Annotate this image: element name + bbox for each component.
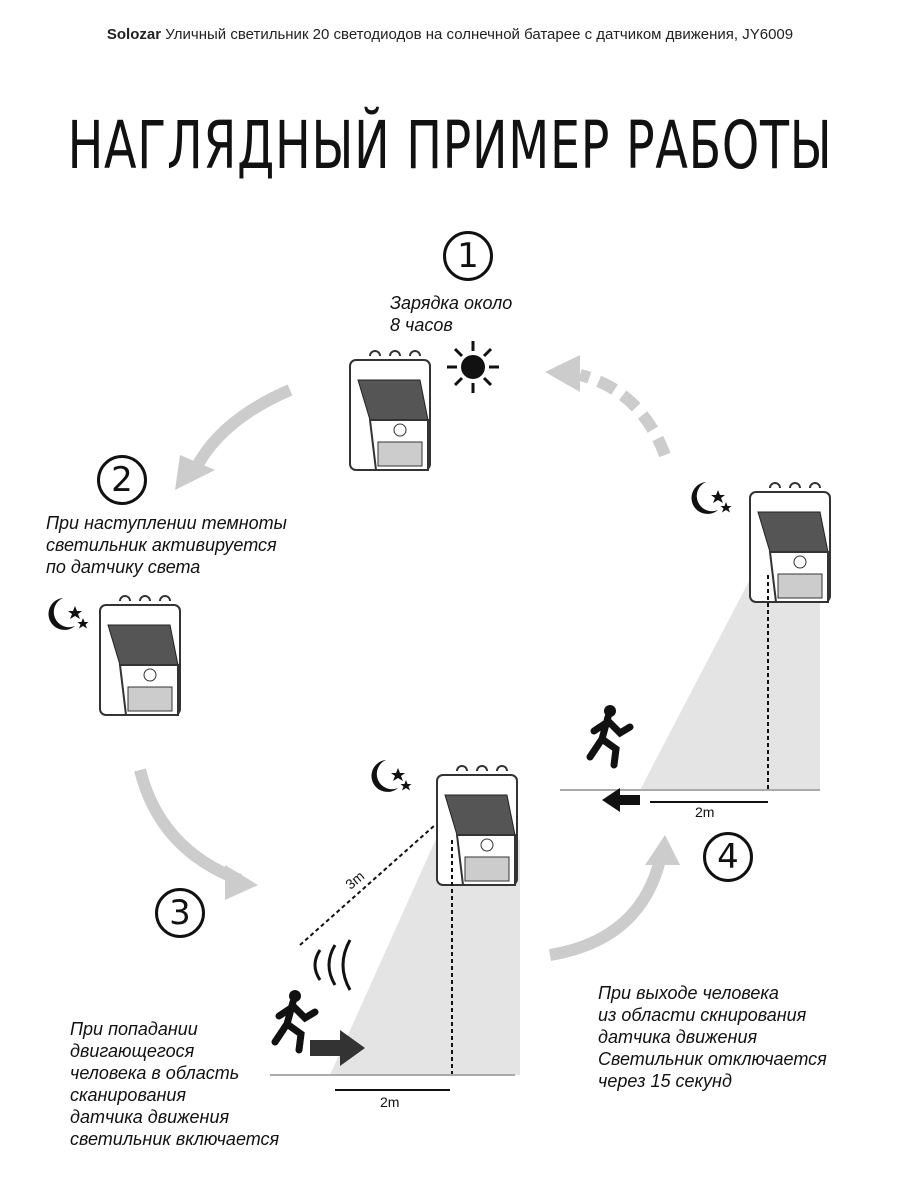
- moon-icon: [48, 598, 89, 630]
- lamp-dark: [99, 595, 181, 716]
- step-2-number: 2: [97, 455, 147, 505]
- lamp-charging: [349, 350, 431, 471]
- distance-ground: 2m: [380, 1094, 400, 1110]
- step-3-number: 3: [155, 888, 205, 938]
- step-4-number: 4: [703, 832, 753, 882]
- runner-icon: [275, 990, 315, 1050]
- moon-icon: [691, 482, 732, 514]
- distance-ground: 2m: [695, 804, 715, 820]
- sun-icon: [447, 341, 499, 393]
- brand-name: Solozar: [106, 26, 162, 43]
- runner-icon: [590, 705, 630, 765]
- lamp-off: [749, 482, 831, 603]
- product-title: Уличный светильник 20 светодиодов на сол…: [165, 26, 794, 43]
- step-1-number: 1: [443, 231, 493, 281]
- lamp-active: [436, 765, 518, 886]
- page-title: НАГЛЯДНЫЙ ПРИМЕР РАБОТЫ: [67, 107, 833, 184]
- moon-icon: [371, 760, 412, 792]
- cycle-arrows: [134, 369, 671, 961]
- product-header: Solozar Уличный светильник 20 светодиодо…: [0, 26, 900, 43]
